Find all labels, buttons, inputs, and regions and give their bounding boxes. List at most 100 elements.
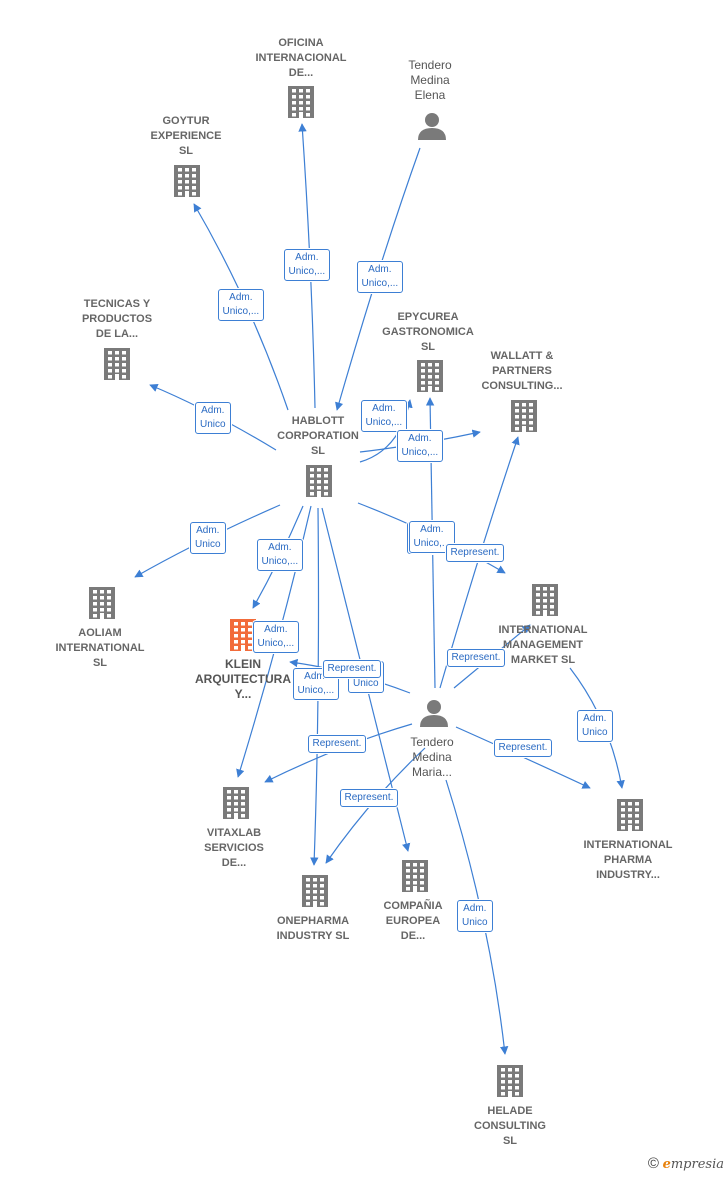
building-icon-aoliam[interactable] — [89, 587, 115, 619]
person-icon-tendero_elena[interactable] — [418, 113, 446, 140]
node-label-line: GOYTUR — [162, 115, 210, 127]
building-icon-hablott[interactable] — [306, 465, 332, 497]
node-label-line: PHARMA — [603, 854, 653, 866]
node-label-line: DE... — [288, 67, 314, 79]
edge-label-hablott-to-goytur[interactable]: Adm.Unico,... — [217, 289, 265, 321]
edge-label-tendero_maria-to-onepharma[interactable]: Represent. — [339, 789, 399, 807]
node-label-line: DE... — [221, 857, 247, 869]
edge-label-line: Unico,... — [401, 447, 439, 458]
node-label-line: SL — [502, 1135, 518, 1147]
node-label-hablott[interactable]: HABLOTT CORPORATION SL — [263, 414, 373, 459]
node-label-line: SL — [310, 445, 326, 457]
edge-label-tendero_maria-to-klein[interactable]: Represent. — [322, 660, 382, 678]
edge-label-line: Unico — [353, 678, 379, 689]
edge-label-line: Represent. — [450, 547, 500, 558]
edge-label-tendero_maria-to-wallatt[interactable]: Represent. — [445, 544, 505, 562]
node-label-line: AOLIAM — [78, 627, 122, 639]
edge-label-hablott-to-wallatt[interactable]: Adm. Unico,... — [396, 430, 444, 462]
edge-label-line: Unico — [582, 727, 608, 738]
edge-label-hablott-to-oficina[interactable]: Adm.Unico,... — [283, 249, 331, 281]
node-label-line: OFICINA — [278, 37, 324, 49]
node-label-line: DE... — [400, 930, 426, 942]
edge-label-hablott-to-aoliam[interactable]: Adm.Unico — [190, 522, 226, 554]
edge-label-line: Adm. — [368, 264, 392, 275]
edge-label-hablott-to-tecnicas[interactable]: Adm.Unico — [195, 402, 231, 434]
building-icon-tecnicas[interactable] — [104, 348, 130, 380]
building-icon-wallatt[interactable] — [511, 400, 537, 432]
building-icon-intl_mgmt[interactable] — [532, 584, 558, 616]
edge-label-hablott-to-vitaxlab[interactable]: Adm.Unico,... — [252, 621, 300, 653]
edge-tendero_maria-to-intl_pharma — [455, 726, 591, 789]
node-label-line: CONSULTING — [474, 1120, 546, 1132]
edge-label-line: Adm. — [196, 525, 220, 536]
node-label-line: EPYCUREA — [397, 311, 459, 323]
node-label-line: ONEPHARMA — [276, 915, 350, 927]
node-label-line: Maria... — [411, 765, 452, 779]
building-icon-vitaxlab[interactable] — [223, 787, 249, 819]
edge-label-tendero_elena-to-hablott[interactable]: Adm.Unico,... — [356, 261, 404, 293]
node-label-line: DE LA... — [95, 328, 139, 340]
edge-label-tendero_maria-to-epycurea[interactable]: Adm.Unico,... — [408, 521, 456, 553]
edge-label-tendero_maria-to-helade[interactable]: Adm.Unico — [457, 900, 493, 932]
edge-label-line: Unico,... — [261, 556, 299, 567]
node-label-line: WALLATT & — [490, 350, 554, 362]
building-icon-oficina[interactable] — [288, 86, 314, 118]
node-label-line: INDUSTRY SL — [276, 930, 350, 942]
node-label-line: PARTNERS — [492, 365, 552, 377]
node-label-line: INTERNACIONAL — [255, 52, 347, 64]
node-label-line: ARQUITECTURA — [195, 672, 291, 686]
building-icon-goytur[interactable] — [174, 165, 200, 197]
building-icon-epycurea[interactable] — [417, 360, 443, 392]
person-icon-tendero_maria[interactable] — [420, 700, 448, 727]
edge-label-line: Adm. — [268, 542, 292, 553]
node-label-line: Tendero — [410, 735, 454, 749]
building-icon-onepharma[interactable] — [302, 875, 328, 907]
brand-name: mpresia — [670, 1157, 724, 1172]
edge-label-line: Adm. — [264, 624, 288, 635]
node-label-onepharma[interactable]: ONEPHARMA INDUSTRY SL — [258, 914, 368, 944]
copyright-icon: © — [647, 1155, 659, 1172]
edge-label-tendero_maria-to-intl_mgmt[interactable]: Represent. — [446, 649, 506, 667]
edge-label-tendero_maria-to-vitaxlab[interactable]: Represent. — [307, 735, 367, 753]
node-label-wallatt[interactable]: WALLATT & PARTNERS CONSULTING... — [467, 349, 577, 394]
building-icon-intl_pharma[interactable] — [617, 799, 643, 831]
edge-label-line: Represent. — [451, 652, 501, 663]
edge-label-hablott-to-klein[interactable]: Adm. Unico,... — [256, 539, 304, 571]
edge-hablott-to-epycurea — [359, 399, 413, 463]
node-label-line: KLEIN — [225, 657, 261, 671]
building-icon-helade[interactable] — [497, 1065, 523, 1097]
node-label-line: GASTRONOMICA — [382, 326, 474, 338]
node-label-line: Tendero — [408, 58, 452, 72]
edge-label-hablott-to-epycurea[interactable]: Adm.Unico,... — [360, 400, 408, 432]
node-label-line: HABLOTT — [291, 415, 345, 427]
edge-label-line: Adm. — [408, 433, 432, 444]
node-label-line: Elena — [414, 88, 446, 102]
edge-label-line: Adm. — [583, 713, 607, 724]
edge-label-line: Unico,... — [222, 306, 260, 317]
edge-label-line: Represent. — [498, 742, 548, 753]
building-icon-klein[interactable] — [230, 619, 256, 651]
node-label-line: CONSULTING... — [481, 380, 563, 392]
node-label-line: INTERNATIONAL — [55, 642, 145, 654]
edge-label-intl_mgmt-to-intl_pharma[interactable]: Adm. Unico — [577, 710, 613, 742]
node-label-line: INTERNATIONAL — [498, 624, 588, 636]
node-label-line: INDUSTRY... — [596, 869, 660, 881]
node-label-line: CORPORATION — [277, 430, 359, 442]
edge-label-line: Unico,... — [413, 538, 451, 549]
building-icon-compania[interactable] — [402, 860, 428, 892]
node-label-oficina[interactable]: OFICINA INTERNACIONAL DE... — [246, 36, 356, 81]
edge-label-tendero_maria-to-intl_pharma[interactable]: Represent. — [493, 739, 553, 757]
node-label-line: Medina — [412, 750, 452, 764]
